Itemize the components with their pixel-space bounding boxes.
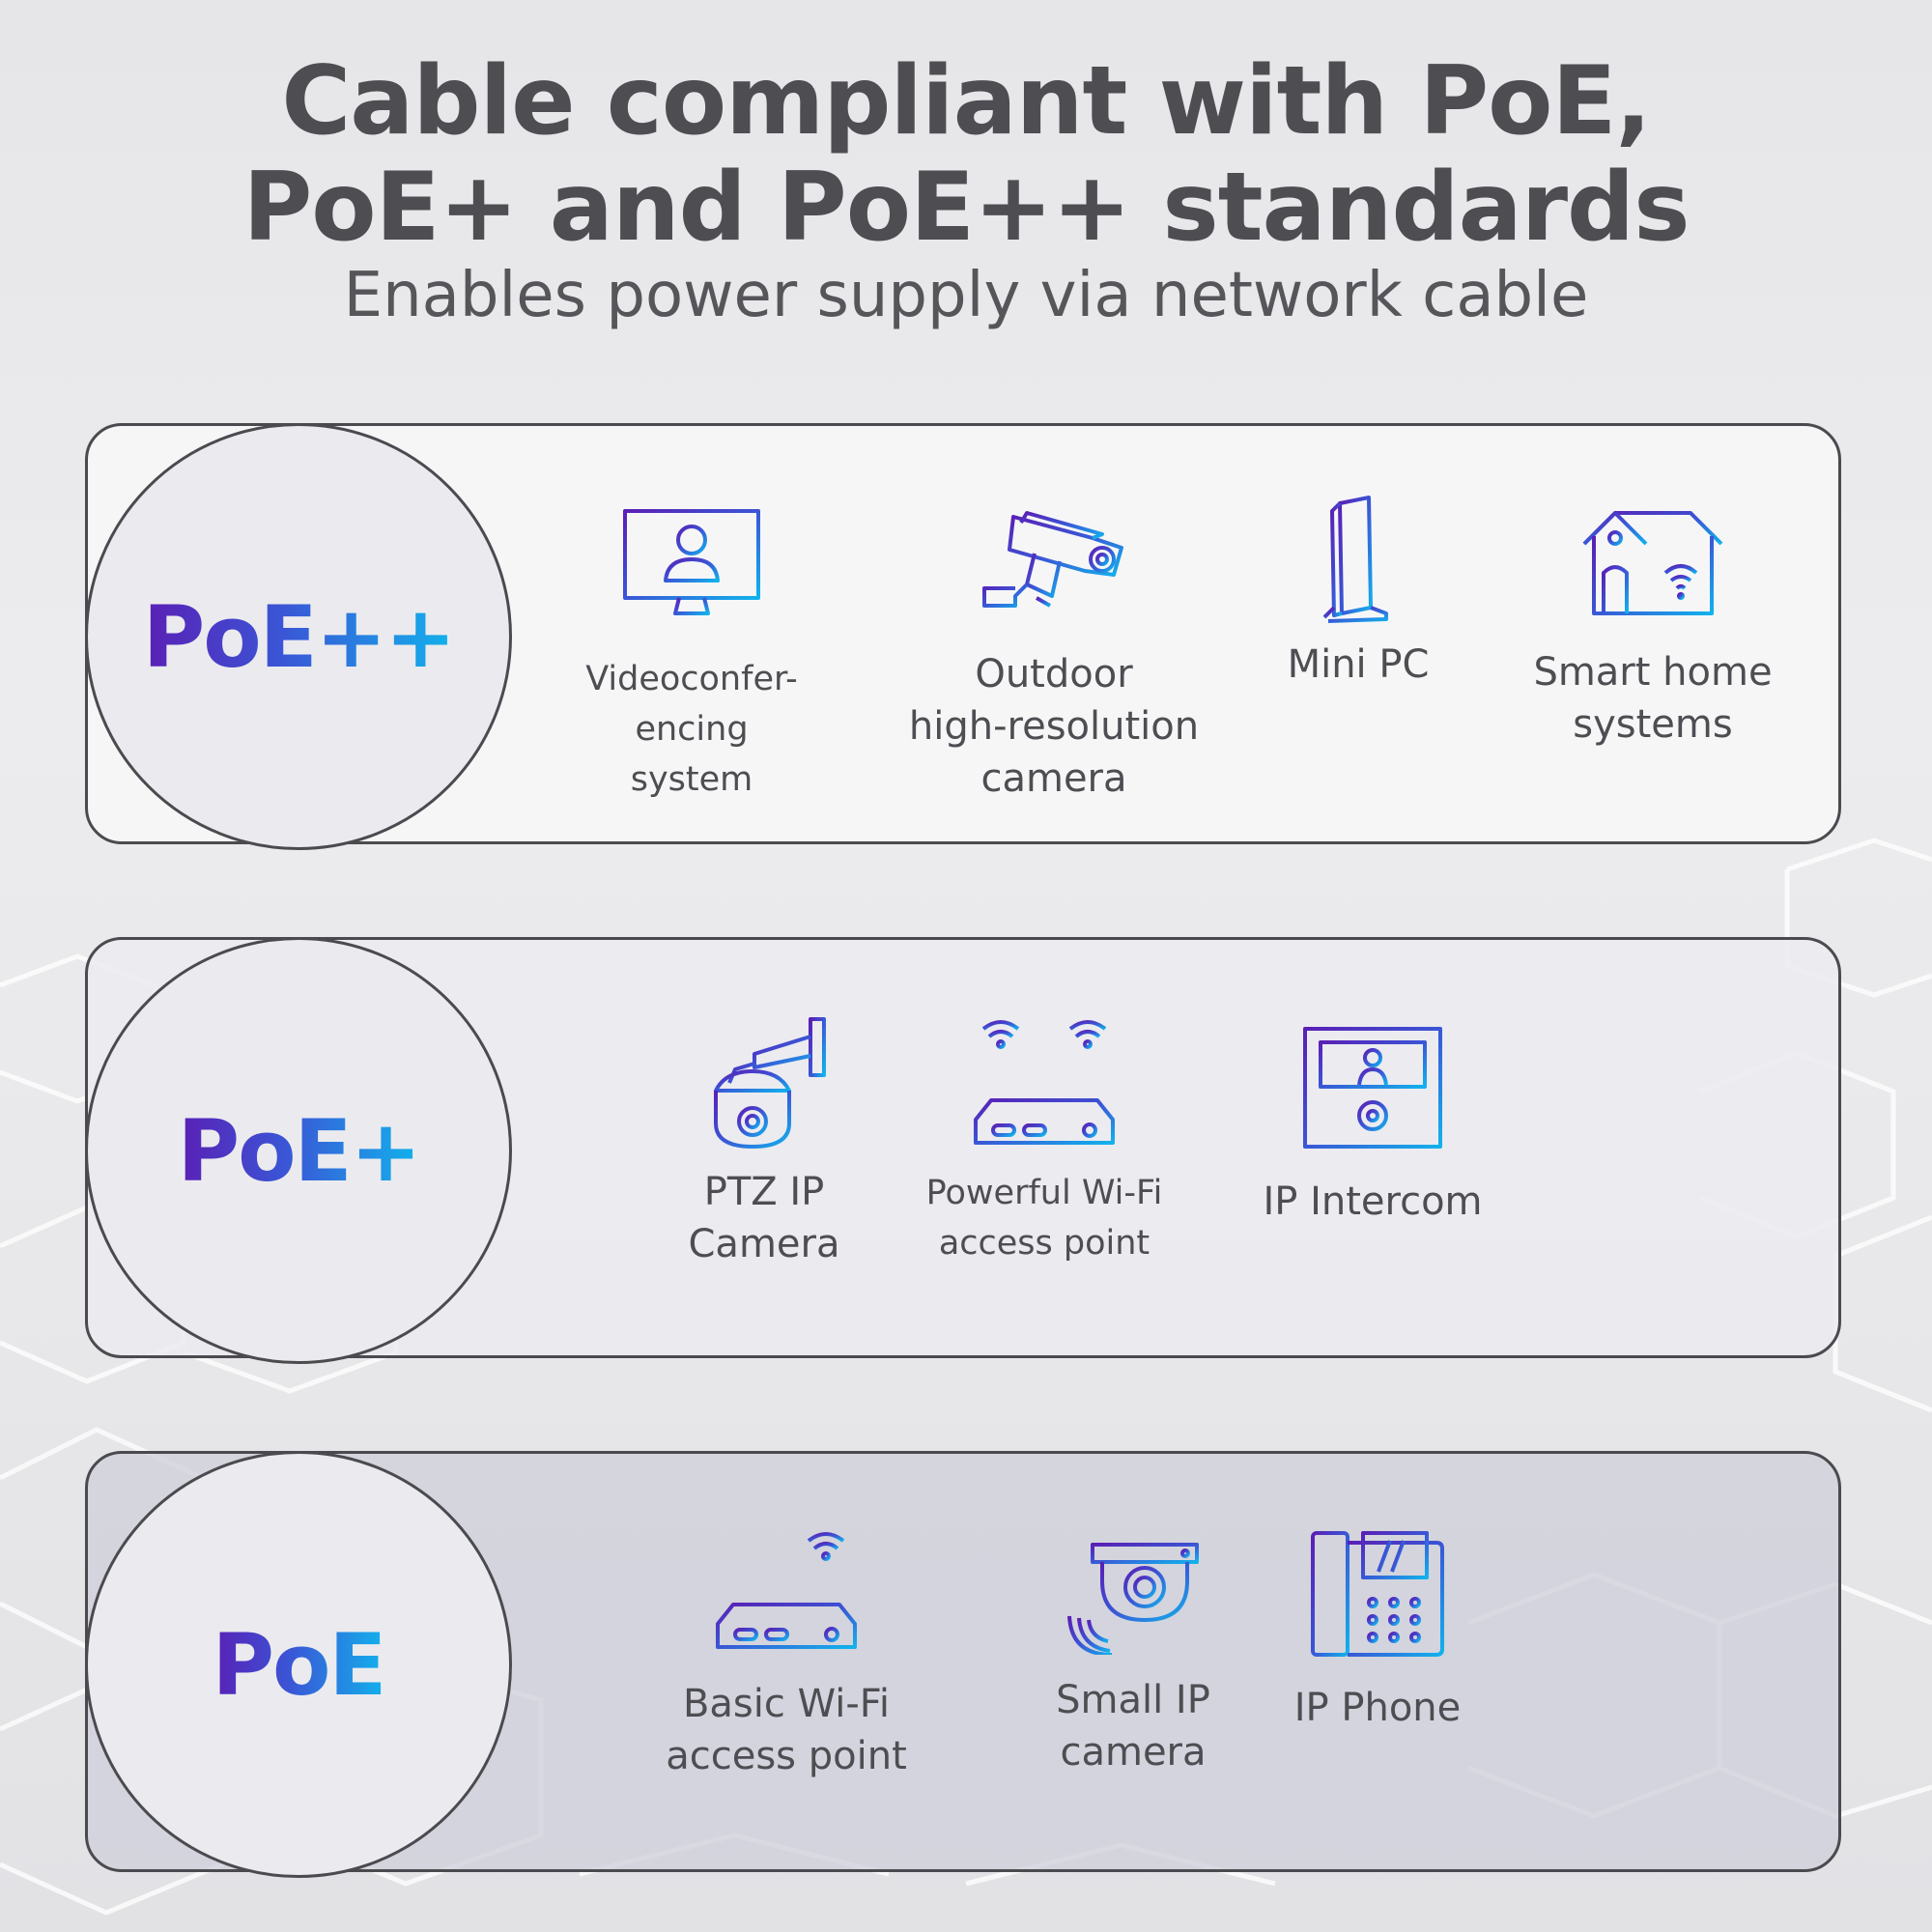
device-label: Outdoor high-resolution camera bbox=[908, 652, 1200, 801]
device-label: PTZ IP Camera bbox=[688, 1170, 840, 1266]
device-outdoor-camera: Outdoor high-resolution camera bbox=[895, 505, 1213, 805]
ptz-camera-icon bbox=[714, 1017, 826, 1149]
device-label: Smart home systems bbox=[1533, 650, 1773, 747]
tier-badge-circle: PoE bbox=[85, 1451, 512, 1878]
title-line-2: PoE+ and PoE++ standards bbox=[242, 153, 1690, 263]
title-line-1: Cable compliant with PoE, bbox=[281, 46, 1651, 156]
device-powerful-wifi: Powerful Wi-Fi access point bbox=[885, 1015, 1204, 1268]
device-label: IP Phone bbox=[1293, 1686, 1462, 1730]
page-subtitle: Enables power supply via network cable bbox=[343, 260, 1589, 331]
device-label: Small IP camera bbox=[1056, 1678, 1210, 1775]
device-basic-wifi: Basic Wi-Fi access point bbox=[627, 1527, 946, 1782]
smart-home-icon bbox=[1582, 511, 1723, 615]
device-label: Videoconfer- encing system bbox=[585, 660, 798, 799]
device-ip-phone: IP Phone bbox=[1218, 1529, 1537, 1734]
tier-badge-label: PoE bbox=[212, 1614, 386, 1715]
device-videoconferencing: Videoconfer- encing system bbox=[532, 505, 851, 805]
tier-badge-circle: PoE++ bbox=[85, 423, 512, 850]
device-label: IP Intercom bbox=[1263, 1179, 1483, 1224]
tier-panel-poe-plus: PoE+ PTZ IP Camera bbox=[85, 937, 1841, 1364]
page-title: Cable compliant with PoE, PoE+ and PoE++… bbox=[0, 48, 1932, 261]
device-label: Basic Wi-Fi access point bbox=[666, 1682, 907, 1778]
intercom-icon bbox=[1303, 1027, 1442, 1149]
tier-panel-poe-plus-plus: PoE++ Videoconfer- encing system bbox=[85, 423, 1841, 850]
device-label: Powerful Wi-Fi access point bbox=[925, 1174, 1163, 1263]
router-single-antenna-icon bbox=[716, 1532, 857, 1649]
tier-badge-label: PoE+ bbox=[177, 1100, 422, 1201]
router-dual-antenna-icon bbox=[974, 1020, 1115, 1145]
security-camera-icon bbox=[982, 511, 1123, 608]
device-small-ip-camera: Small IP camera bbox=[974, 1541, 1293, 1778]
tier-badge-circle: PoE+ bbox=[85, 937, 512, 1364]
device-smart-home: Smart home systems bbox=[1493, 505, 1812, 751]
device-ptz-camera: PTZ IP Camera bbox=[605, 1015, 923, 1270]
device-ip-intercom: IP Intercom bbox=[1213, 1025, 1532, 1228]
mini-pc-icon bbox=[1322, 496, 1388, 623]
ip-phone-icon bbox=[1311, 1531, 1444, 1657]
device-label: Mini PC bbox=[1287, 642, 1430, 687]
dome-camera-icon bbox=[1067, 1543, 1199, 1655]
monitor-user-icon bbox=[623, 509, 760, 617]
tier-panel-poe: PoE Basic Wi-Fi access point bbox=[85, 1451, 1841, 1878]
tier-badge-label: PoE++ bbox=[142, 586, 457, 687]
device-mini-pc: Mini PC bbox=[1199, 494, 1518, 691]
